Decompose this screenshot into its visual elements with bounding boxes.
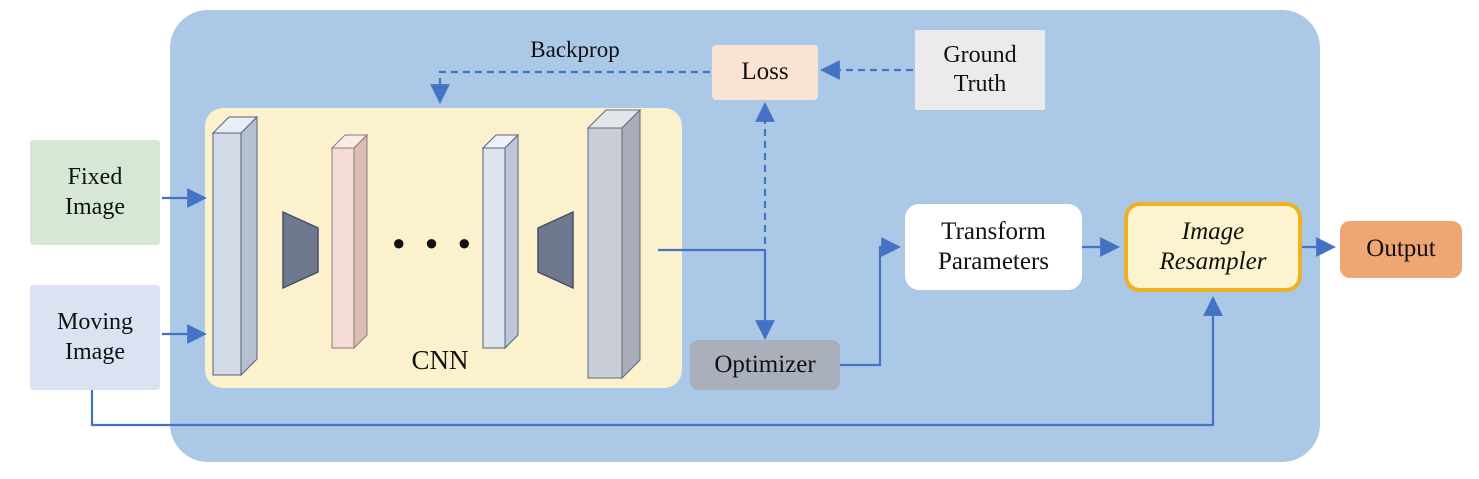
encoder-funnel-icon bbox=[282, 210, 319, 290]
conv-layer-slab-pink bbox=[330, 133, 369, 350]
ground-truth-label-line2: Truth bbox=[953, 71, 1007, 97]
image-resampler-label-line2: Resampler bbox=[1159, 248, 1267, 275]
decoder-funnel-icon bbox=[537, 210, 574, 290]
conv-layer-slab-light bbox=[481, 133, 520, 350]
ground-truth-label-line1: Ground bbox=[943, 41, 1017, 68]
cnn-ellipsis-dots: ● ● ● bbox=[392, 230, 478, 255]
output-label: Output bbox=[1366, 235, 1436, 263]
node-output: Output bbox=[1340, 221, 1462, 278]
node-ground-truth: Ground Truth bbox=[915, 30, 1045, 110]
transform-parameters-label-line1: Transform bbox=[941, 217, 1046, 245]
loss-label: Loss bbox=[741, 58, 789, 86]
arrow-moving-to-resampler bbox=[90, 296, 1223, 427]
backprop-label: Backprop bbox=[530, 37, 620, 62]
moving-image-label-line1: Moving bbox=[56, 309, 133, 336]
cnn-label: CNN bbox=[411, 344, 469, 375]
node-moving-image: Moving Image bbox=[30, 285, 160, 390]
node-fixed-image: Fixed Image bbox=[30, 140, 160, 245]
fixed-image-label-line2: Image bbox=[65, 193, 125, 220]
moving-image-label-line2: Image bbox=[65, 338, 125, 365]
image-resampler-label-line1: Image bbox=[1181, 217, 1245, 245]
node-image-resampler: Image Resampler bbox=[1124, 202, 1302, 292]
conv-layer-slab-1 bbox=[211, 115, 259, 377]
node-optimizer: Optimizer bbox=[690, 340, 840, 390]
fixed-image-label-line1: Fixed bbox=[67, 164, 123, 191]
optimizer-label: Optimizer bbox=[714, 350, 816, 378]
node-loss: Loss bbox=[712, 45, 818, 100]
arrow-backprop-loss-to-cnn bbox=[430, 70, 710, 104]
node-transform-parameters: Transform Parameters bbox=[905, 204, 1082, 290]
arrow-cnn-to-optimizer bbox=[658, 248, 775, 340]
arrow-optimizer-to-transform bbox=[840, 237, 901, 367]
transform-parameters-label-line2: Parameters bbox=[937, 248, 1050, 275]
conv-layer-slab-2 bbox=[586, 108, 642, 380]
